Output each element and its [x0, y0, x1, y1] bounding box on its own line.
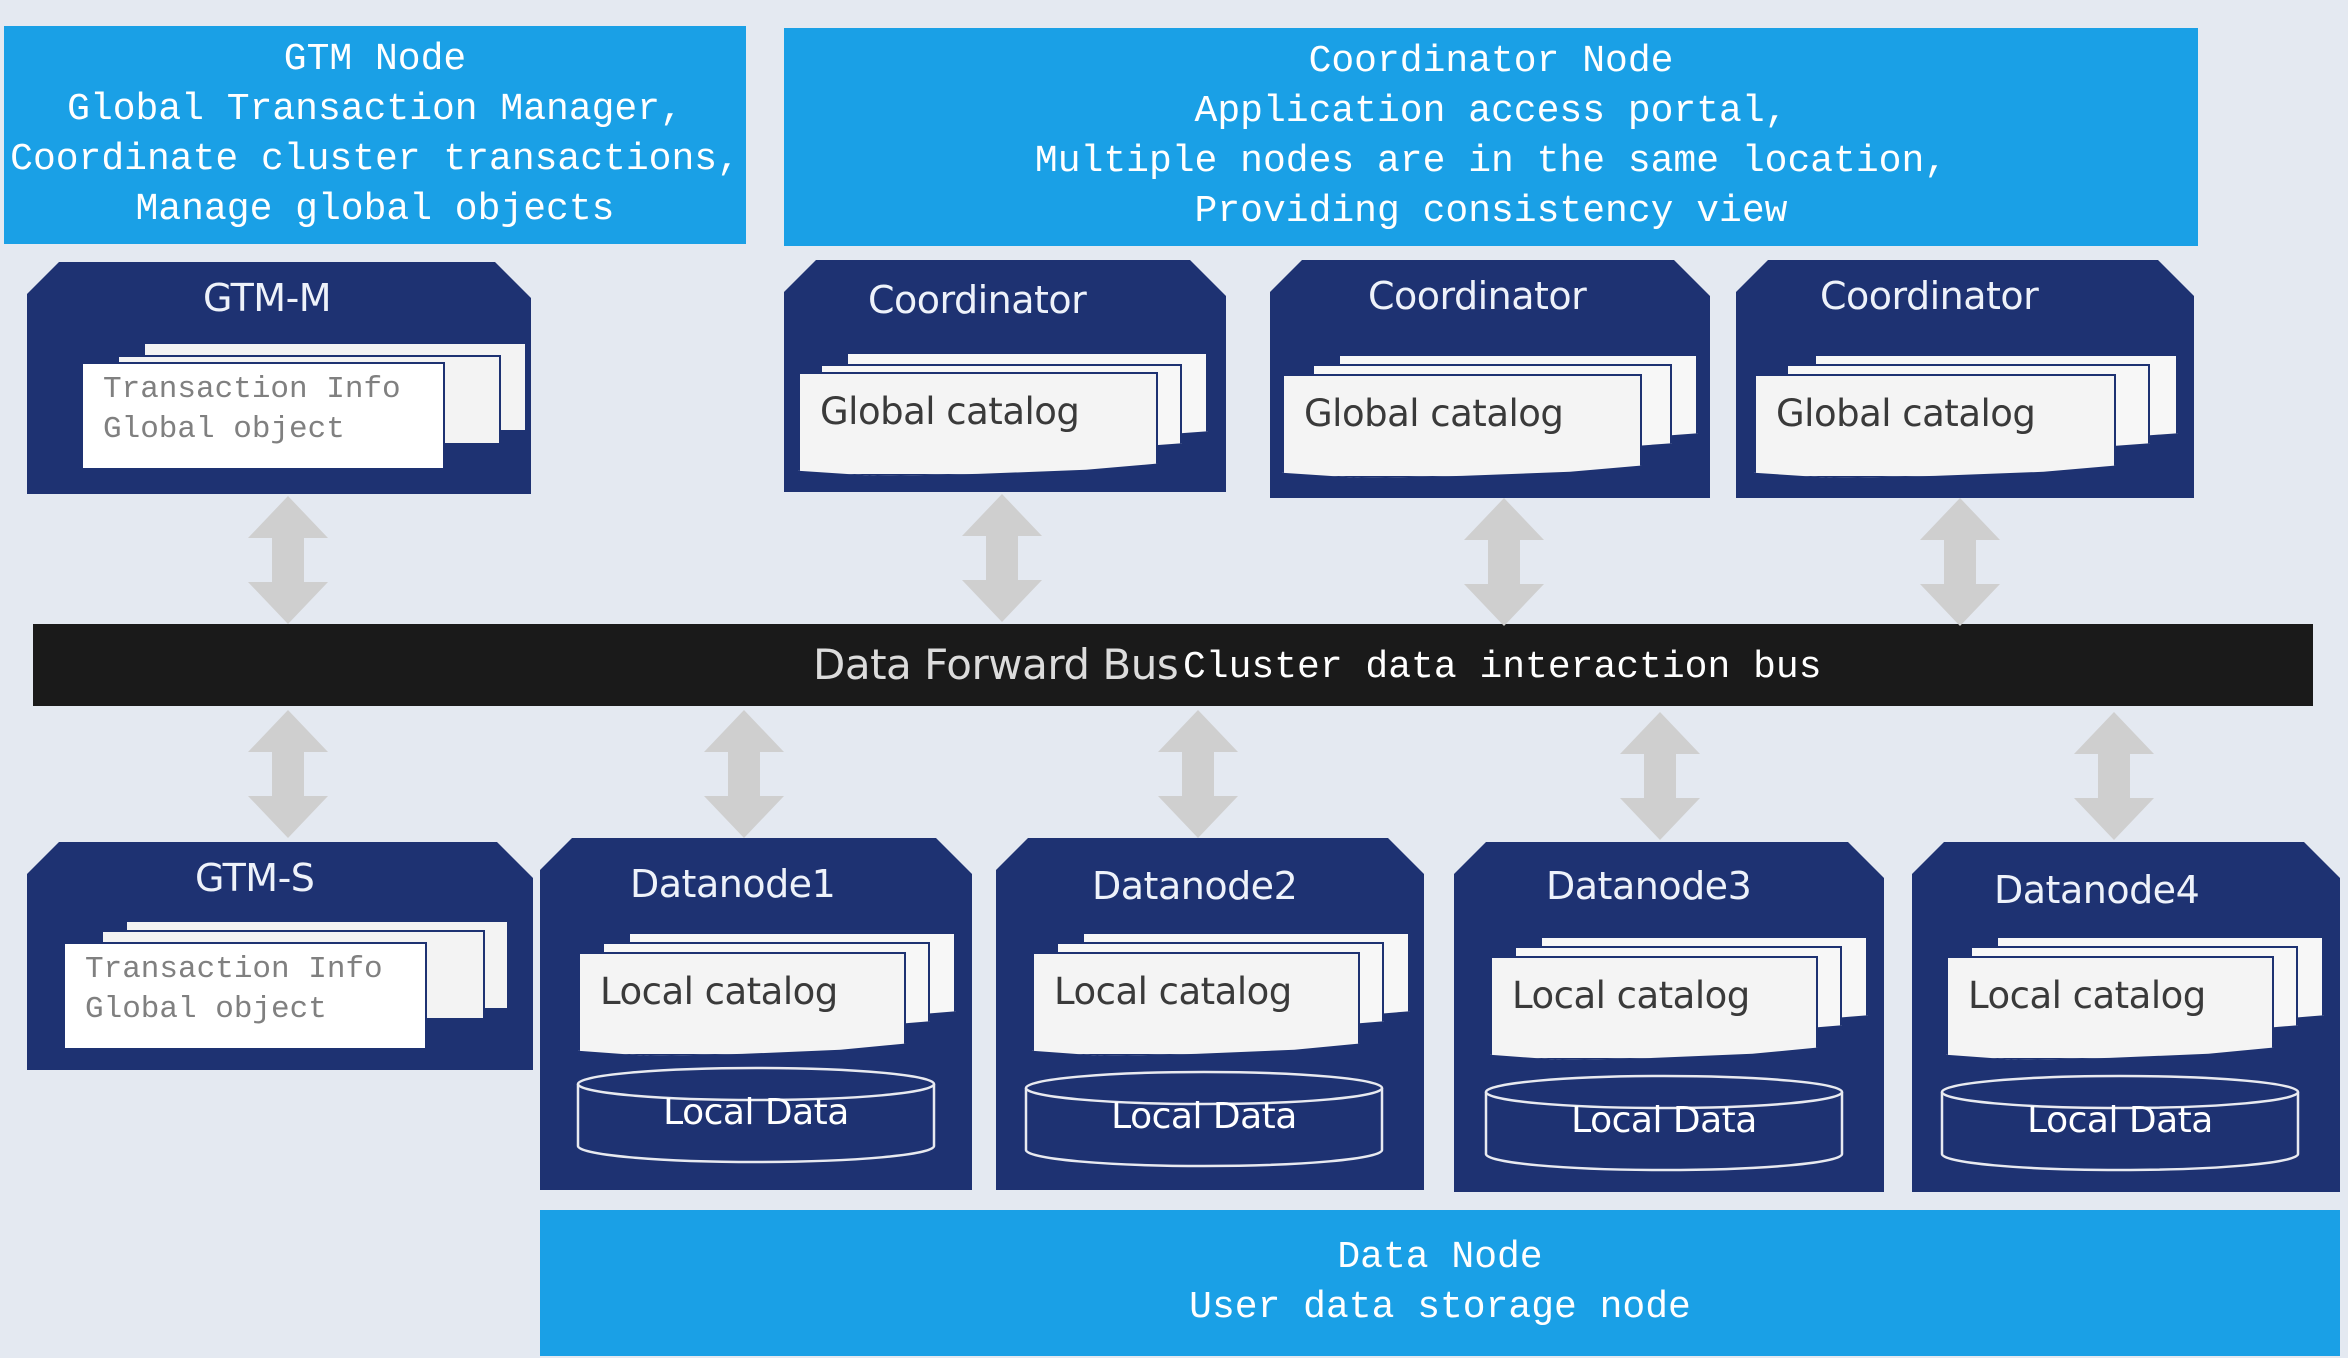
coordinator-3-title: Coordinator — [1820, 274, 2039, 318]
gtm-m-node: GTM-M Transaction Info Global object — [27, 262, 531, 494]
data-banner-line-2: User data storage node — [1189, 1286, 1691, 1329]
datanode-3-catalog: Local catalog — [1490, 956, 1818, 1060]
gtm-m-info-line-1: Transaction Info — [103, 372, 401, 407]
datanode-2-catalog: Local catalog — [1032, 952, 1360, 1056]
double-headed-vertical-arrow-icon — [962, 494, 1042, 622]
coordinator-node-banner: Coordinator Node Application access port… — [784, 28, 2198, 246]
datanode-4-storage: Local Data — [1940, 1074, 2300, 1174]
coordinator-node-3: Coordinator Global catalog — [1736, 260, 2194, 498]
double-headed-vertical-arrow-icon — [704, 710, 784, 838]
double-headed-vertical-arrow-icon — [2074, 712, 2154, 840]
coordinator-node-1: Coordinator Global catalog — [784, 260, 1226, 492]
double-headed-vertical-arrow-icon — [1920, 498, 2000, 626]
datanode-1-storage: Local Data — [576, 1066, 936, 1166]
cylinder-database-icon — [576, 1066, 936, 1166]
double-headed-vertical-arrow-icon — [1158, 710, 1238, 838]
bus-title: Data Forward Bus — [813, 640, 1179, 689]
datanode-4-catalog: Local catalog — [1946, 956, 2274, 1060]
gtm-s-info-box: Transaction Info Global object — [63, 942, 427, 1050]
data-node-banner: Data Node User data storage node — [540, 1210, 2340, 1356]
datanode-1-catalog: Local catalog — [578, 952, 906, 1056]
gtm-m-title: GTM-M — [203, 276, 332, 320]
gtm-node-banner: GTM Node Global Transaction Manager, Coo… — [4, 26, 746, 244]
datanode-4: Datanode4 Local catalog Local Data — [1912, 842, 2340, 1192]
coord-banner-line-4: Providing consistency view — [1194, 190, 1788, 233]
gtm-banner-line-1: GTM Node — [283, 38, 467, 81]
data-forward-bus: Data Forward Bus Cluster data interactio… — [33, 624, 2313, 706]
datanode-3-catalog-label: Local catalog — [1512, 974, 1750, 1017]
datanode-2-catalog-label: Local catalog — [1054, 970, 1292, 1013]
datanode-1-data-label: Local Data — [663, 1092, 849, 1133]
coordinator-3-catalog: Global catalog — [1754, 374, 2116, 478]
datanode-2-data-label: Local Data — [1111, 1096, 1297, 1137]
cylinder-database-icon — [1940, 1074, 2300, 1174]
datanode-2: Datanode2 Local catalog Local Data — [996, 838, 1424, 1190]
coordinator-2-catalog-label: Global catalog — [1304, 392, 1564, 435]
datanode-1-catalog-label: Local catalog — [600, 970, 838, 1013]
coordinator-1-title: Coordinator — [868, 278, 1087, 322]
gtm-banner-line-4: Manage global objects — [135, 188, 615, 231]
double-headed-vertical-arrow-icon — [1620, 712, 1700, 840]
data-banner-line-1: Data Node — [1337, 1236, 1543, 1279]
datanode-4-catalog-label: Local catalog — [1968, 974, 2206, 1017]
bus-subtitle: Cluster data interaction bus — [1183, 646, 1822, 689]
double-headed-vertical-arrow-icon — [248, 496, 328, 624]
coordinator-2-catalog: Global catalog — [1282, 374, 1642, 478]
cylinder-database-icon — [1024, 1070, 1384, 1170]
datanode-2-title: Datanode2 — [1092, 864, 1298, 908]
gtm-s-node: GTM-S Transaction Info Global object — [27, 842, 533, 1070]
datanode-4-data-label: Local Data — [2027, 1100, 2213, 1141]
coordinator-node-2: Coordinator Global catalog — [1270, 260, 1710, 498]
datanode-2-storage: Local Data — [1024, 1070, 1384, 1170]
coord-banner-line-2: Application access portal, — [1194, 90, 1788, 133]
datanode-3-title: Datanode3 — [1546, 864, 1752, 908]
coordinator-2-title: Coordinator — [1368, 274, 1587, 318]
datanode-1: Datanode1 Local catalog Local Data — [540, 838, 972, 1190]
gtm-s-info-line-1: Transaction Info — [85, 952, 383, 987]
datanode-1-title: Datanode1 — [630, 862, 836, 906]
gtm-s-info-line-2: Global object — [85, 992, 327, 1027]
coordinator-1-catalog-label: Global catalog — [820, 390, 1080, 433]
double-headed-vertical-arrow-icon — [1464, 498, 1544, 626]
coordinator-3-catalog-label: Global catalog — [1776, 392, 2036, 435]
coordinator-1-catalog: Global catalog — [798, 372, 1158, 476]
coord-banner-line-3: Multiple nodes are in the same location, — [1034, 140, 1948, 183]
datanode-4-title: Datanode4 — [1994, 868, 2200, 912]
gtm-banner-line-2: Global Transaction Manager, — [67, 88, 683, 131]
gtm-s-title: GTM-S — [195, 856, 315, 900]
cylinder-database-icon — [1484, 1074, 1844, 1174]
double-headed-vertical-arrow-icon — [248, 710, 328, 838]
gtm-m-info-line-2: Global object — [103, 412, 345, 447]
datanode-3: Datanode3 Local catalog Local Data — [1454, 842, 1884, 1192]
gtm-banner-line-3: Coordinate cluster transactions, — [10, 138, 740, 181]
datanode-3-data-label: Local Data — [1571, 1100, 1757, 1141]
coord-banner-line-1: Coordinator Node — [1308, 40, 1674, 83]
gtm-m-info-box: Transaction Info Global object — [81, 362, 445, 470]
datanode-3-storage: Local Data — [1484, 1074, 1844, 1174]
